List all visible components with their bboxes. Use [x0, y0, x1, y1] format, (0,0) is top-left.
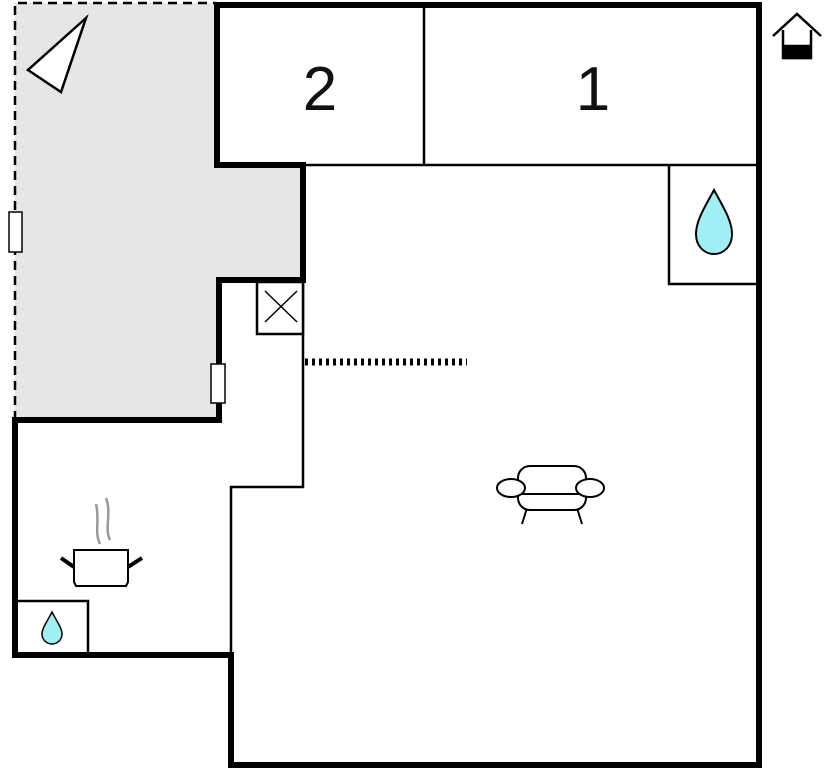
bedroom-1-label: 1 [576, 55, 610, 124]
compass-icon [25, 13, 89, 94]
terrace-area [15, 3, 303, 420]
water-drop-icon [694, 187, 734, 256]
terrace-dashed-border [13, 1, 217, 420]
exterior-walls [12, 2, 762, 768]
chimney-icon [255, 280, 305, 336]
window-icon [8, 211, 23, 253]
house-icon [772, 12, 822, 60]
cooking-pot-icon [59, 497, 144, 587]
water-drop-icon [41, 610, 63, 645]
interior-walls [17, 5, 757, 655]
bedroom-2-label: 2 [303, 55, 337, 124]
sofa-icon [496, 465, 605, 525]
window-icon [210, 363, 226, 404]
